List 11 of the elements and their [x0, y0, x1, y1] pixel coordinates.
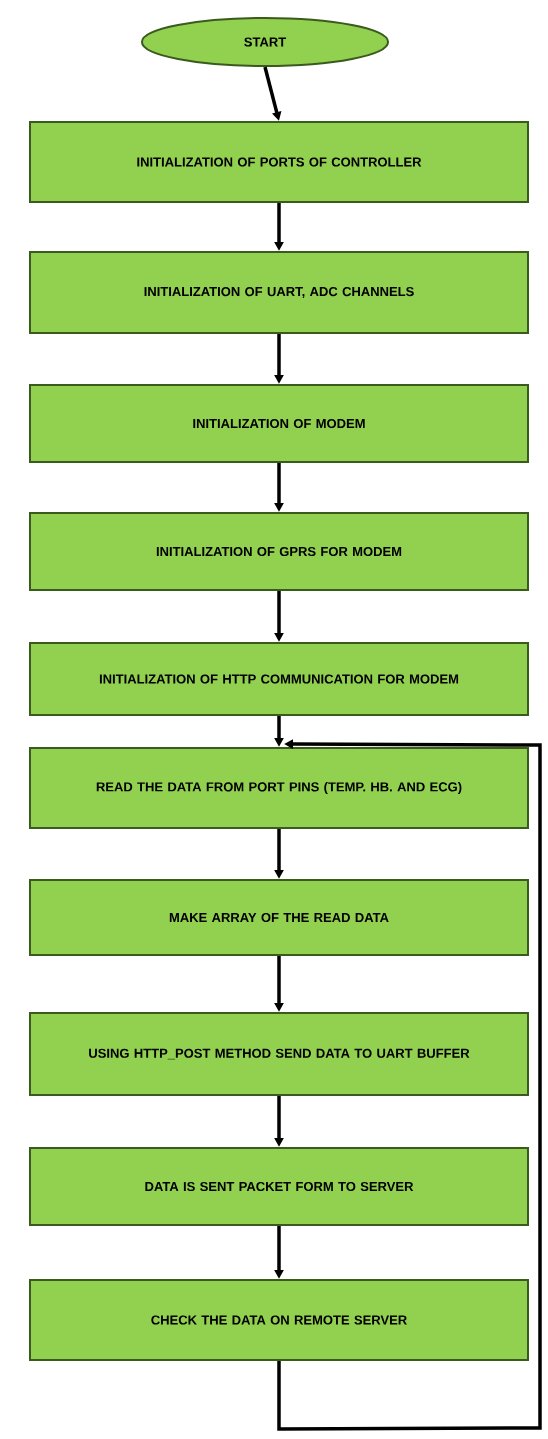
process-box: INITIALIZATION OF UART, ADC CHANNELS	[29, 251, 529, 334]
process-box: CHECK THE DATA ON REMOTE SERVER	[29, 1279, 529, 1361]
process-box: READ THE DATA FROM PORT PINS (TEMP. HB. AND ECG)	[29, 747, 529, 829]
process-box: INITIALIZATION OF MODEM	[29, 384, 529, 463]
process-box: INITIALIZATION OF GPRS FOR MODEM	[29, 512, 529, 591]
process-box: INITIALIZATION OF PORTS OF CONTROLLER	[29, 121, 529, 203]
process-box: MAKE ARRAY OF THE READ DATA	[29, 879, 529, 956]
process-box: DATA IS SENT PACKET FORM TO SERVER	[29, 1147, 529, 1226]
process-box: INITIALIZATION OF HTTP COMMUNICATION FOR MODEM	[29, 642, 529, 716]
process-box: USING HTTP_POST METHOD SEND DATA TO UART BUFFER	[29, 1012, 529, 1096]
arrow	[277, 739, 542, 1431]
